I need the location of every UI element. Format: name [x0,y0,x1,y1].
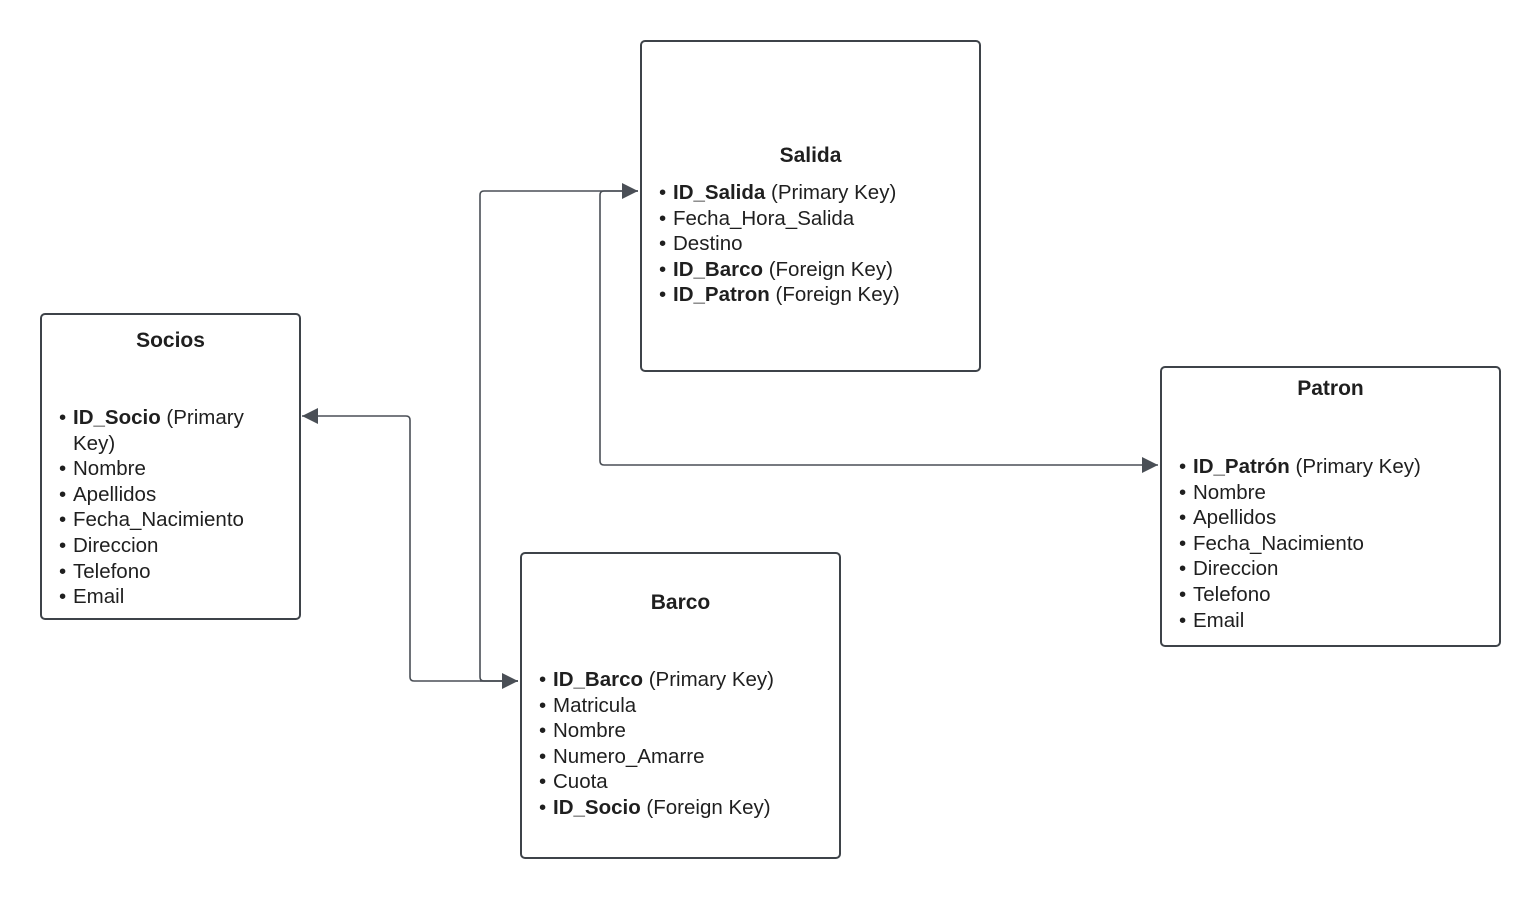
entity-field: •Direccion [1162,556,1482,582]
field-list-salida: •ID_Salida (Primary Key)•Fecha_Hora_Sali… [642,180,962,308]
bullet-icon: • [59,559,67,583]
entity-field: • ID_Salida (Primary Key) [642,180,962,206]
field-key-note: (Foreign Key) [763,257,893,281]
field-name: Direccion [1193,557,1279,581]
bullet-icon: • [659,257,667,281]
field-name: Fecha_Hora_Salida [673,206,855,230]
bullet-icon: • [539,795,547,819]
entity-field: •Apellidos [42,482,272,508]
entity-field: • ID_Socio (Primary Key) [42,405,272,456]
field-name: ID_Salida [673,181,766,204]
entity-title-barco: Barco [650,591,711,614]
field-key-note: (Primary Key) [73,406,244,455]
field-list-barco: •ID_Barco (Primary Key)•Matricula•Nombre… [522,667,832,821]
entity-title-socios: Socios [136,329,205,352]
field-name: Fecha_Nacimiento [73,508,244,532]
field-list-patron: •ID_Patrón (Primary Key)•Nombre•Apellido… [1162,454,1482,633]
entity-field: •ID_Barco (Foreign Key) [642,257,962,283]
bullet-icon: • [659,181,667,204]
entity-field: •Numero_Amarre [522,744,832,770]
bullet-icon: • [539,668,547,691]
entity-field: •Apellidos [1162,505,1482,531]
field-name: ID_Socio [73,406,161,429]
bullet-icon: • [1179,455,1187,478]
entity-field: •Cuota [522,769,832,795]
entity-field: • ID_Patrón (Primary Key) [1162,454,1482,480]
field-key-note: (Foreign Key) [640,795,771,819]
entity-field: •Destino [642,231,962,257]
entity-barco[interactable]: Barco •ID_Barco (Primary Key)•Matricula•… [520,552,841,859]
bullet-icon: • [1179,531,1187,555]
bullet-icon: • [1179,608,1187,632]
bullet-icon: • [59,508,67,532]
field-key-note: (Primary Key) [1289,455,1421,478]
entity-field: •Fecha_Hora_Salida [642,206,962,232]
field-name: Direccion [73,533,159,557]
field-name: Nombre [73,457,146,481]
bullet-icon: • [659,283,667,307]
entity-patron[interactable]: Patron •ID_Patrón (Primary Key)•Nombre•A… [1160,366,1501,647]
bullet-icon: • [59,585,67,609]
entity-socios[interactable]: Socios •ID_Socio (Primary Key)•Nombre•Ap… [40,313,301,620]
bullet-icon: • [539,770,547,794]
field-name: Nombre [1193,480,1266,504]
entity-field: •Email [42,584,272,610]
field-name: Apellidos [73,482,157,506]
bullet-icon: • [659,206,667,230]
bullet-icon: • [59,406,67,429]
entity-field: •Nombre [1162,480,1482,506]
field-name: Destino [673,232,743,256]
entity-field: •Email [1162,608,1482,634]
field-name: ID_Barco [673,257,764,281]
field-name: Email [73,585,125,609]
field-name: Telefono [73,559,151,583]
entity-title-salida: Salida [779,144,842,167]
field-key-note: (Foreign Key) [769,283,900,307]
field-name: Fecha_Nacimiento [1193,531,1364,555]
field-name: Matricula [553,693,637,717]
bullet-icon: • [539,693,547,717]
bullet-icon: • [59,457,67,481]
bullet-icon: • [1179,582,1187,606]
field-key-note: (Primary Key) [765,181,897,204]
entity-field: •ID_Patron (Foreign Key) [642,282,962,308]
field-name: ID_Patron [673,283,770,307]
entity-field: •Telefono [42,559,272,585]
field-name: Cuota [553,770,608,794]
entity-field: •Telefono [1162,582,1482,608]
bullet-icon: • [539,744,547,768]
entity-field: •Fecha_Nacimiento [42,507,272,533]
bullet-icon: • [1179,480,1187,504]
entity-field: •Fecha_Nacimiento [1162,531,1482,557]
field-name: ID_Socio [553,795,641,819]
bullet-icon: • [539,719,547,743]
field-name: Telefono [1193,582,1271,606]
field-key-note: (Primary Key) [643,668,774,691]
connector-salida-to-patron[interactable] [599,190,1158,473]
field-name: Email [1193,608,1245,632]
field-list-socios: •ID_Socio (Primary Key)•Nombre•Apellidos… [42,405,272,610]
bullet-icon: • [1179,557,1187,581]
entity-title-patron: Patron [1297,377,1364,400]
entity-field: •ID_Socio (Foreign Key) [522,795,832,821]
bullet-icon: • [59,482,67,506]
entity-salida[interactable]: Salida •ID_Salida (Primary Key)•Fecha_Ho… [640,40,981,372]
entity-field: •Direccion [42,533,272,559]
entity-field: •Nombre [522,718,832,744]
field-name: ID_Barco [553,668,644,691]
field-name: Apellidos [1193,506,1277,530]
field-name: ID_Patrón [1193,455,1290,478]
field-name: Nombre [553,719,626,743]
bullet-icon: • [659,232,667,256]
bullet-icon: • [1179,506,1187,530]
entity-field: •Nombre [42,456,272,482]
entity-field: •Matricula [522,693,832,719]
connector-barco-to-socios[interactable] [302,408,518,682]
field-name: Numero_Amarre [553,744,705,768]
bullet-icon: • [59,533,67,557]
entity-field: • ID_Barco (Primary Key) [522,667,832,693]
